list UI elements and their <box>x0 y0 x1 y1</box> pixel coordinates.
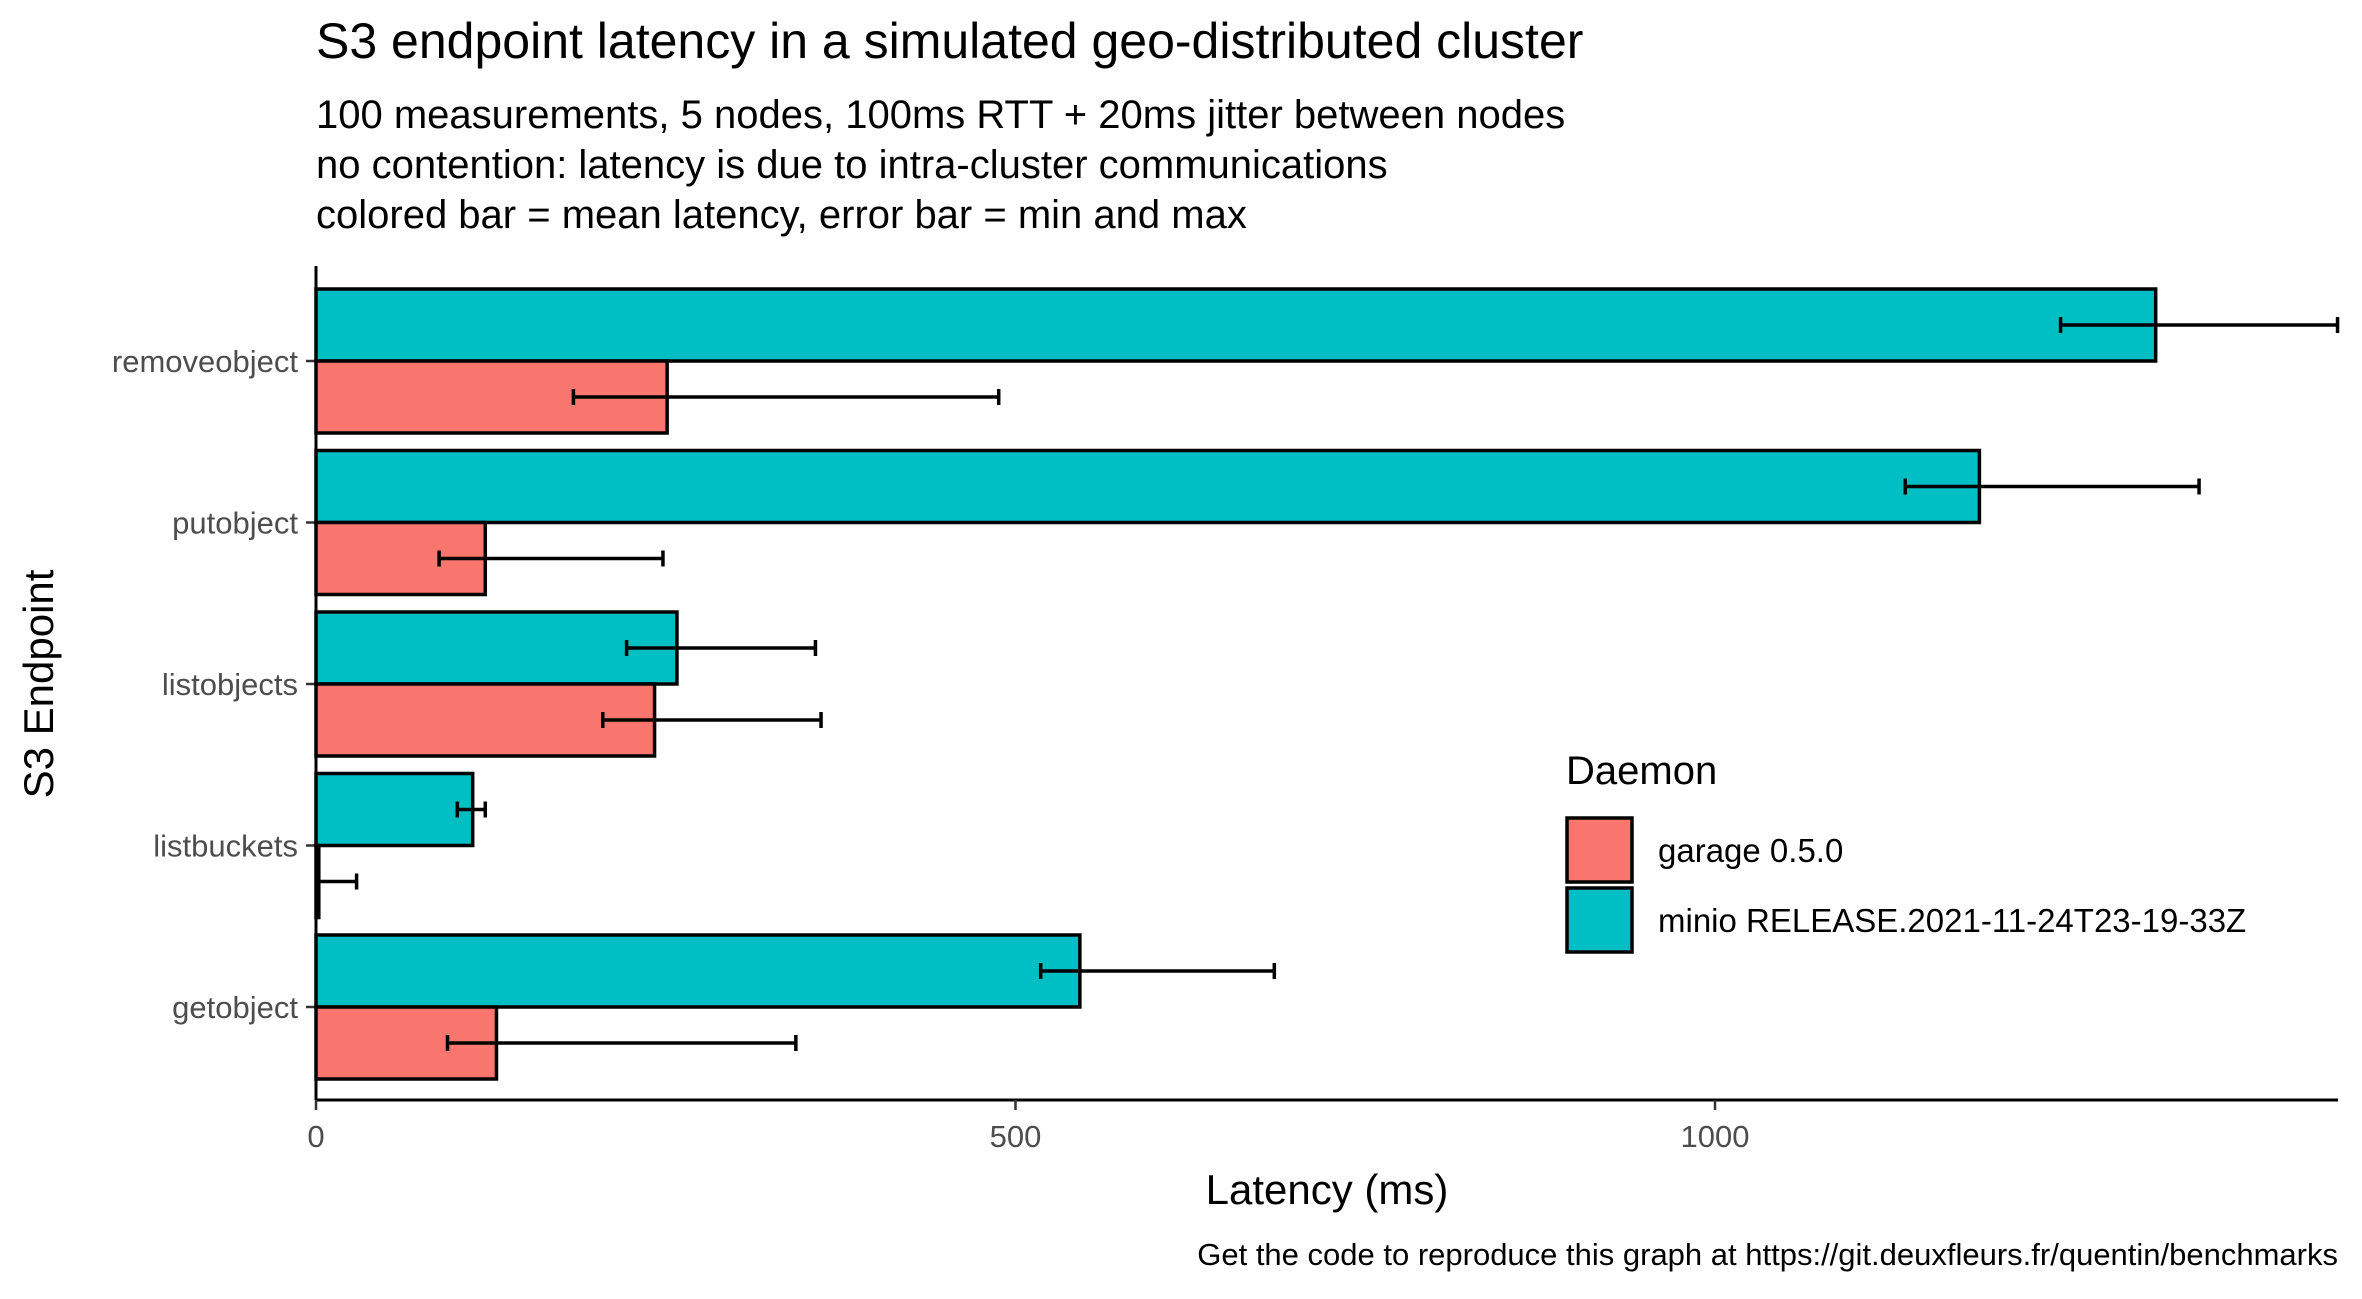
legend-title: Daemon <box>1566 749 1717 793</box>
chart-caption: Get the code to reproduce this graph at … <box>1197 1237 2338 1272</box>
chart-subtitle-line-2: no contention: latency is due to intra-c… <box>316 143 1388 187</box>
bar-minio-getobject <box>314 933 1082 1009</box>
chart-subtitle-line-3: colored bar = mean latency, error bar = … <box>316 193 1247 237</box>
legend-label-0: garage 0.5.0 <box>1658 832 1843 869</box>
y-tick-label: getobject <box>172 990 298 1025</box>
legend: Daemon garage 0.5.0 minio RELEASE.2021-11… <box>1565 749 2246 954</box>
plot-area: 0 500 1000 removeobject putobject listobjects… <box>112 266 2340 1154</box>
bar-garage-listobjects <box>314 682 657 758</box>
legend-key-1 <box>1565 886 1634 954</box>
bar-minio-putobject <box>314 448 1982 525</box>
bar-minio-removeobject <box>314 287 2158 363</box>
y-tick-label: removeobject <box>112 344 298 379</box>
bar-minio-listobjects <box>314 610 679 686</box>
y-tick-label: listobjects <box>162 667 298 702</box>
x-tick-label: 500 <box>990 1119 1042 1154</box>
chart-subtitle-line-1: 100 measurements, 5 nodes, 100ms RTT + 2… <box>316 93 1565 137</box>
y-axis-title: S3 Endpoint <box>15 569 62 798</box>
chart-title: S3 endpoint latency in a simulated geo-d… <box>316 13 1583 69</box>
x-tick-label: 1000 <box>1681 1119 1750 1154</box>
y-tick-label: putobject <box>172 506 298 541</box>
x-tick-label: 0 <box>307 1119 324 1154</box>
x-axis-title: Latency (ms) <box>1206 1166 1449 1213</box>
bar-minio-listbuckets <box>314 771 475 848</box>
legend-label-1: minio RELEASE.2021-11-24T23-19-33Z <box>1658 902 2246 939</box>
y-tick-label: listbuckets <box>153 829 298 864</box>
legend-key-0 <box>1565 816 1634 884</box>
